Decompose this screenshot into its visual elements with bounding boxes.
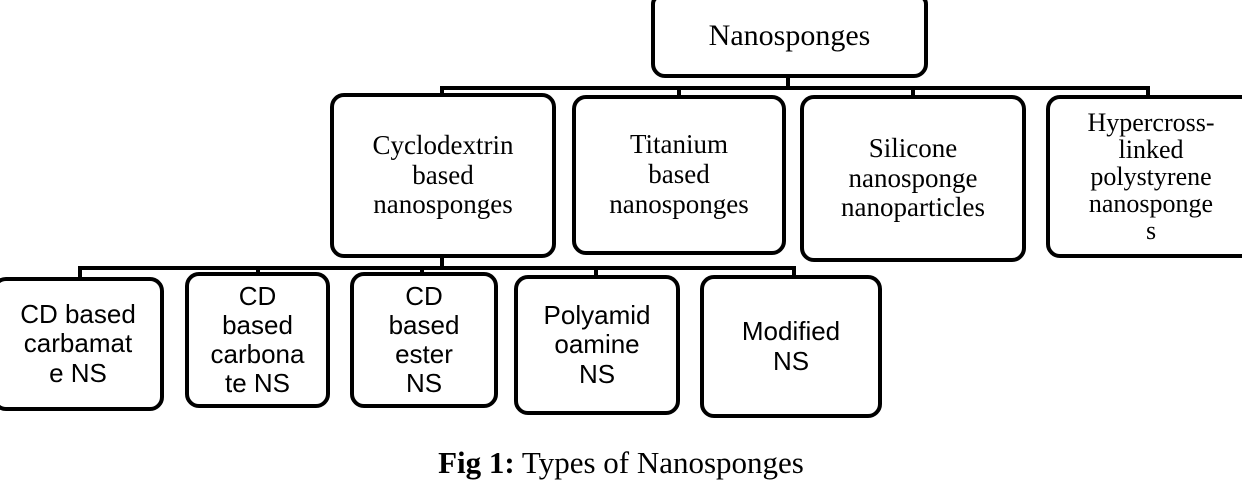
node-cd-based-ester-ns[interactable]: CD based ester NS: [350, 272, 498, 408]
node-label: CD based carbamat e NS: [20, 299, 136, 388]
figure-caption: Fig 1: Types of Nanosponges: [0, 445, 1242, 481]
node-label: CD based carbona te NS: [210, 280, 305, 399]
node-titanium-based-nanosponges[interactable]: Titanium based nanosponges: [572, 95, 786, 255]
connector-level3-drop-carbamate: [78, 266, 82, 279]
node-cd-based-carbonate-ns[interactable]: CD based carbona te NS: [185, 272, 330, 408]
node-label: CD based ester NS: [388, 280, 460, 399]
node-nanosponges[interactable]: Nanosponges: [651, 0, 928, 78]
connector-root-stem: [786, 74, 790, 90]
node-label: Nanosponges: [708, 19, 871, 53]
connector-level2-drop-silicone: [911, 86, 915, 98]
connector-level3-drop-modified: [792, 266, 796, 279]
connector-level3-drop-polyamidoamine: [594, 266, 598, 279]
node-hypercross-linked-polystyrene-nanosponges[interactable]: Hypercross- linked polystyrene nanospong…: [1046, 95, 1242, 258]
node-label: Modified NS: [741, 316, 841, 376]
figure-caption-label: Fig 1:: [438, 445, 515, 480]
node-polyamidoamine-ns[interactable]: Polyamid oamine NS: [514, 275, 680, 415]
node-modified-ns[interactable]: Modified NS: [700, 275, 882, 418]
connector-level2-drop-cyclodextrin: [440, 86, 444, 98]
connector-cyclodextrin-stem: [440, 254, 444, 268]
node-silicone-nanosponge-nanoparticles[interactable]: Silicone nanosponge nanoparticles: [800, 95, 1026, 262]
connector-level2-drop-titanium: [677, 86, 681, 98]
figure-caption-text: Types of Nanosponges: [514, 445, 804, 480]
connector-level3-bus: [78, 266, 796, 270]
node-label: Cyclodextrin based nanosponges: [372, 129, 514, 220]
node-label: Hypercross- linked polystyrene nanospong…: [1087, 107, 1215, 246]
node-cd-based-carbamate-ns[interactable]: CD based carbamat e NS: [0, 277, 164, 411]
connector-level2-bus: [440, 86, 1150, 90]
node-label: Polyamid oamine NS: [543, 300, 651, 389]
node-label: Titanium based nanosponges: [609, 129, 749, 219]
connector-level2-drop-hypercross: [1146, 86, 1150, 98]
node-label: Silicone nanosponge nanoparticles: [841, 132, 985, 223]
node-cyclodextrin-based-nanosponges[interactable]: Cyclodextrin based nanosponges: [330, 93, 556, 258]
